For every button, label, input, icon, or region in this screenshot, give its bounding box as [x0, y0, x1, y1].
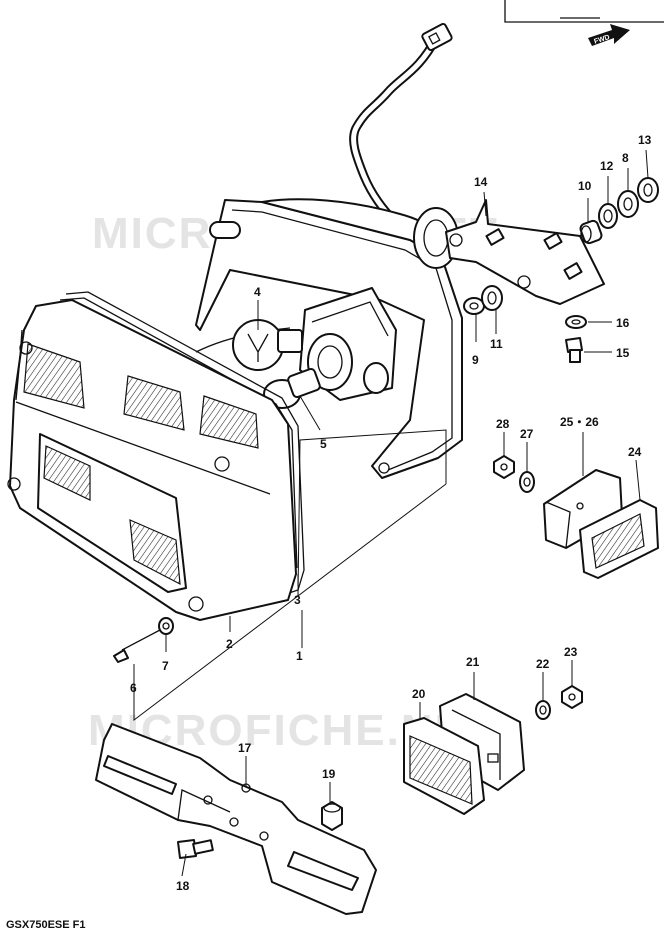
washer-12	[598, 203, 618, 229]
callout-19: 19	[322, 767, 336, 781]
callout-3: 3	[294, 593, 301, 607]
wire-harness	[349, 23, 453, 231]
callout-16: 16	[616, 316, 630, 330]
nut-19	[321, 801, 343, 831]
washer-11	[481, 285, 503, 311]
washer-22	[535, 700, 551, 720]
spacer-10	[579, 219, 603, 245]
diagram-code: GSX750ESE F1	[6, 919, 86, 930]
callout-1: 1	[296, 649, 303, 663]
callout-6: 6	[130, 681, 137, 695]
callout-8: 8	[622, 151, 629, 165]
frame-corner	[504, 0, 664, 23]
callout-10: 10	[578, 179, 592, 193]
forward-arrow-icon: FWD	[588, 24, 630, 46]
lamp-housing	[195, 198, 463, 479]
callout-20: 20	[412, 687, 426, 701]
nut-23	[561, 685, 583, 709]
callout-25-26: 25・26	[560, 415, 599, 429]
callout-23: 23	[564, 645, 578, 659]
callout-7: 7	[162, 659, 169, 673]
callout-5: 5	[320, 437, 327, 451]
callout-11: 11	[490, 337, 503, 351]
washer-27	[519, 471, 535, 493]
nut-28	[493, 455, 515, 479]
callout-9: 9	[472, 353, 479, 367]
nut-13	[637, 177, 659, 203]
washer-9	[463, 297, 485, 315]
callout-12: 12	[600, 159, 614, 173]
washer-8	[617, 190, 639, 218]
taillight-lens	[7, 299, 297, 621]
callout-2: 2	[226, 637, 233, 651]
reflector-20	[403, 717, 485, 815]
screw-6	[113, 629, 161, 663]
fwd-label: FWD	[593, 34, 610, 46]
callout-24: 24	[628, 445, 642, 459]
bolt-18	[177, 839, 214, 859]
callout-14: 14	[474, 175, 488, 189]
callout-22: 22	[536, 657, 550, 671]
callout-18: 18	[176, 879, 190, 893]
bulb-socket-assembly	[195, 287, 397, 401]
bulb-4	[232, 319, 303, 371]
license-bracket-17	[95, 723, 377, 915]
washer-16	[565, 315, 587, 329]
bolt-15	[565, 337, 583, 363]
callout-labels: 1 2 3 4 5 6 7 8 9 10 11 12 13 14 15 16 1…	[130, 133, 652, 893]
callout-15: 15	[616, 346, 630, 360]
callout-17: 17	[238, 741, 252, 755]
callout-27: 27	[520, 427, 534, 441]
washer-7	[158, 617, 174, 635]
leader-lines	[133, 149, 649, 877]
callout-21: 21	[466, 655, 480, 669]
bracket-14	[445, 199, 605, 305]
callout-28: 28	[496, 417, 510, 431]
callout-13: 13	[638, 133, 652, 147]
callout-4: 4	[254, 285, 261, 299]
